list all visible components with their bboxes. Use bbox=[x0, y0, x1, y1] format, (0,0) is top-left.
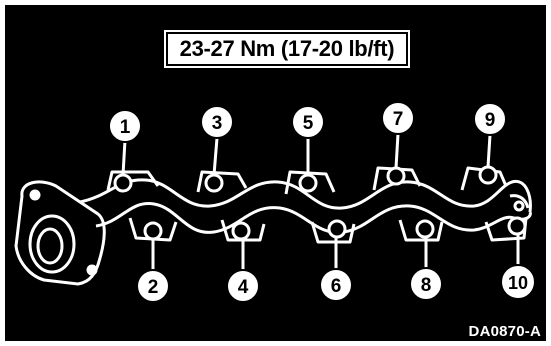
bolt-head-6 bbox=[327, 219, 347, 239]
bolt-head-9 bbox=[478, 165, 498, 185]
callout-3: 3 bbox=[200, 105, 234, 139]
figure-code: DA0870-A bbox=[468, 323, 541, 340]
callout-9: 9 bbox=[473, 102, 507, 136]
callout-label-3: 3 bbox=[212, 113, 223, 134]
bolt-head-7 bbox=[386, 166, 406, 186]
callout-10: 10 bbox=[500, 264, 536, 300]
callout-1: 1 bbox=[108, 109, 142, 143]
callout-8: 8 bbox=[409, 267, 443, 301]
callout-label-5: 5 bbox=[303, 113, 314, 134]
bolt-head-3 bbox=[204, 173, 224, 193]
bolt-head-2 bbox=[143, 221, 163, 241]
callout-7: 7 bbox=[381, 101, 415, 135]
bolt-head-5 bbox=[298, 173, 318, 193]
callout-5: 5 bbox=[291, 105, 325, 139]
callout-label-2: 2 bbox=[148, 277, 159, 298]
bolt-head-1 bbox=[113, 173, 133, 193]
callout-2: 2 bbox=[136, 269, 170, 303]
torque-spec-label: 23-27 Nm (17-20 lb/ft) bbox=[164, 30, 410, 68]
callout-4: 4 bbox=[226, 269, 260, 303]
callout-label-8: 8 bbox=[421, 275, 432, 296]
callout-label-10: 10 bbox=[508, 273, 528, 293]
callout-label-1: 1 bbox=[120, 117, 131, 138]
bolt-callouts: 1 3 5 7 9 2 4 bbox=[108, 101, 536, 303]
bolt-head-4 bbox=[231, 221, 251, 241]
bolt-head-10 bbox=[507, 216, 527, 236]
callout-label-4: 4 bbox=[238, 277, 249, 298]
bolt-head-8 bbox=[415, 219, 435, 239]
callout-6: 6 bbox=[319, 268, 353, 302]
callout-label-7: 7 bbox=[393, 109, 404, 130]
manifold-flange bbox=[14, 180, 106, 286]
callout-label-6: 6 bbox=[331, 276, 342, 297]
leader-lines bbox=[121, 133, 520, 270]
callout-label-9: 9 bbox=[485, 110, 496, 131]
